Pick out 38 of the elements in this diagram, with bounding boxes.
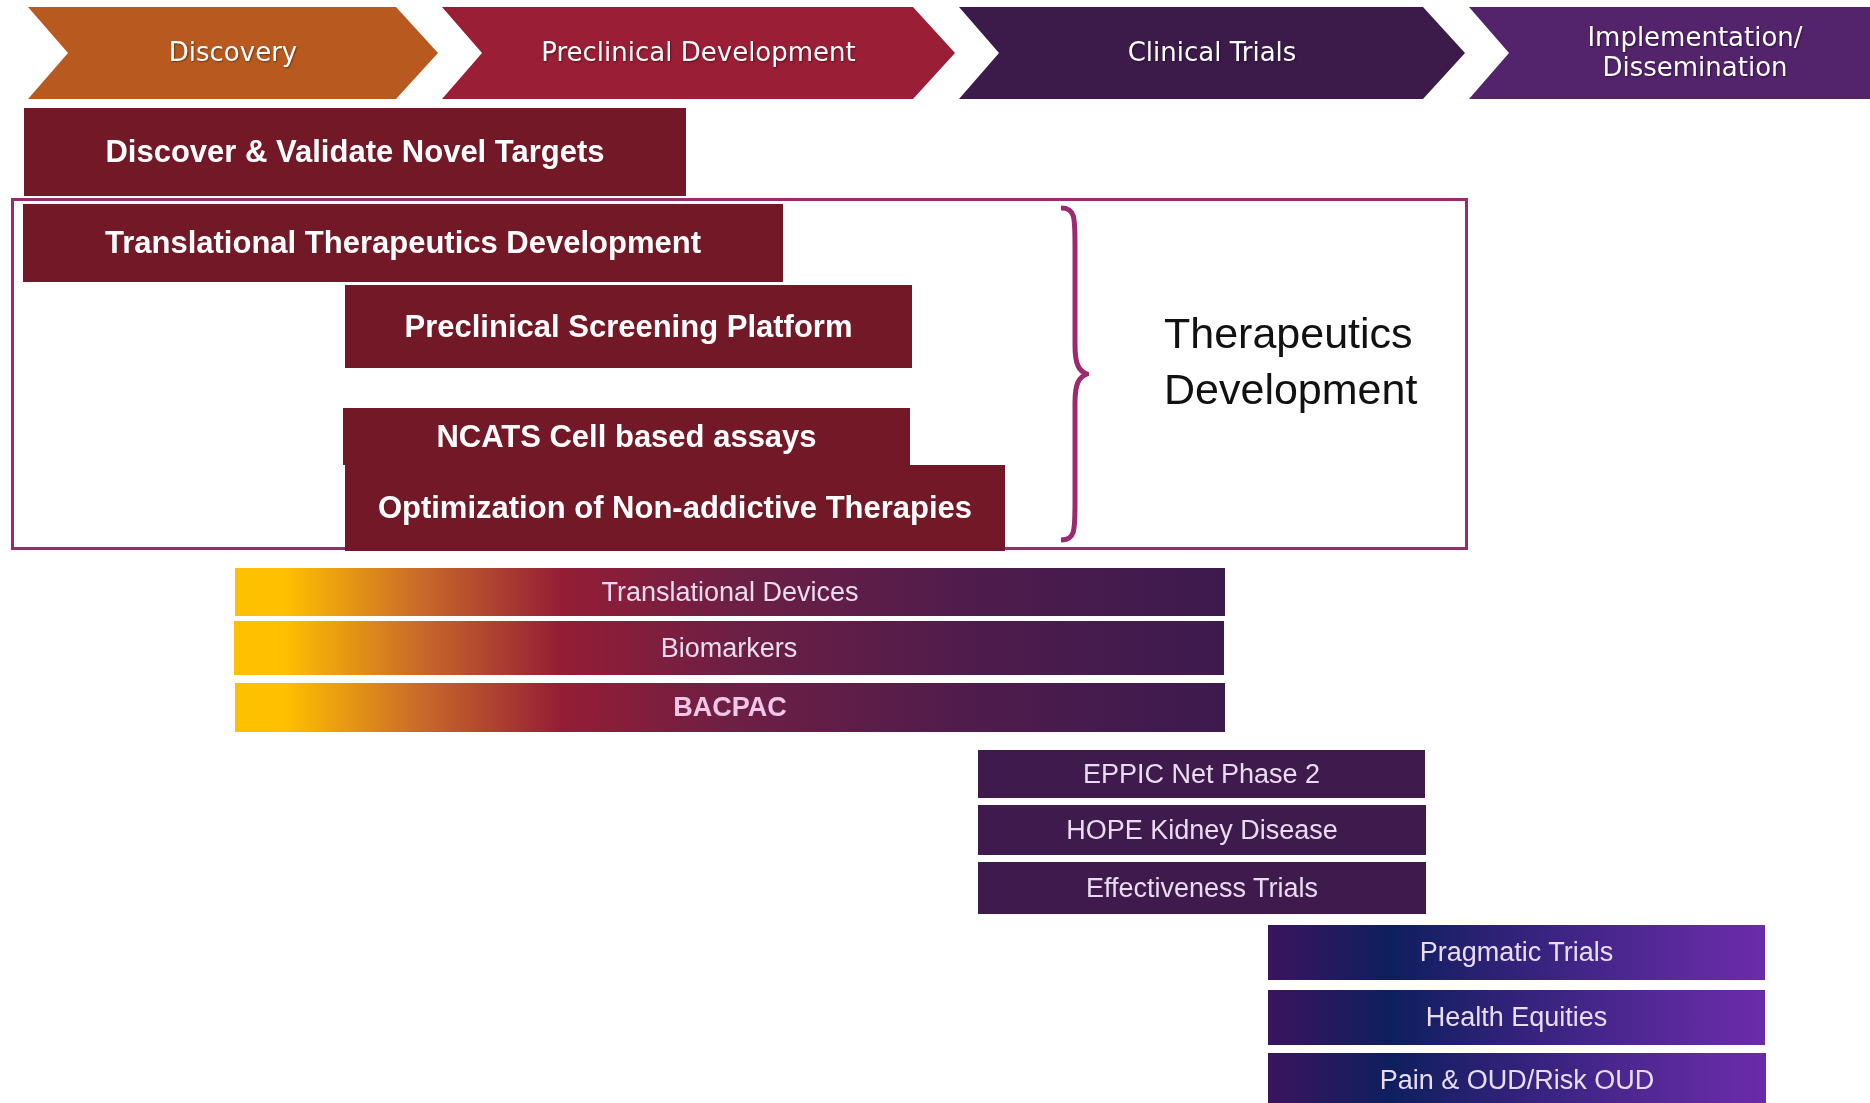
program-box [345,465,1005,551]
phase-label: Implementation/ Dissemination [1586,23,1804,83]
program-box [23,204,783,282]
bar-label: Pain & OUD/Risk OUD [1379,1065,1655,1096]
bar-label: Effectiveness Trials [1085,872,1319,904]
bar-label: HOPE Kidney Disease [1066,814,1338,846]
program-bar [235,568,1225,616]
bar-label: EPPIC Net Phase 2 [1082,758,1321,790]
chevron-step [957,5,1467,101]
program-bar [1268,1053,1766,1103]
bar-label: Pragmatic Trials [1419,937,1614,968]
program-bar [234,621,1224,675]
phase-label: Discovery [168,38,298,68]
bar-label: Health Equities [1425,1002,1608,1033]
program-bar [235,683,1225,732]
program-label: Translational Therapeutics Development [104,225,702,261]
bar-label: BACPAC [673,692,787,723]
chevron-step [1467,5,1870,101]
phase-label: Clinical Trials [1127,38,1297,68]
group-title: Therapeutics Development [1164,308,1419,415]
program-label: Discover & Validate Novel Targets [105,134,605,170]
chevron-step [440,5,957,101]
chevron-step [26,5,440,101]
group-frame [11,198,1468,550]
program-box [24,108,686,196]
bar-label: Biomarkers [660,632,798,664]
program-label: Optimization of Non-addictive Therapies [377,490,973,526]
bar-label: Translational Devices [601,576,859,608]
phase-label: Preclinical Development [541,38,856,68]
program-bar [1268,990,1765,1045]
program-bar [978,805,1426,855]
program-label: Preclinical Screening Platform [404,308,853,345]
program-bar [978,750,1425,798]
program-label: NCATS Cell based assays [436,418,817,455]
program-box [345,285,912,368]
program-bar [1268,925,1765,980]
program-box [343,408,910,465]
program-bar [978,862,1426,914]
